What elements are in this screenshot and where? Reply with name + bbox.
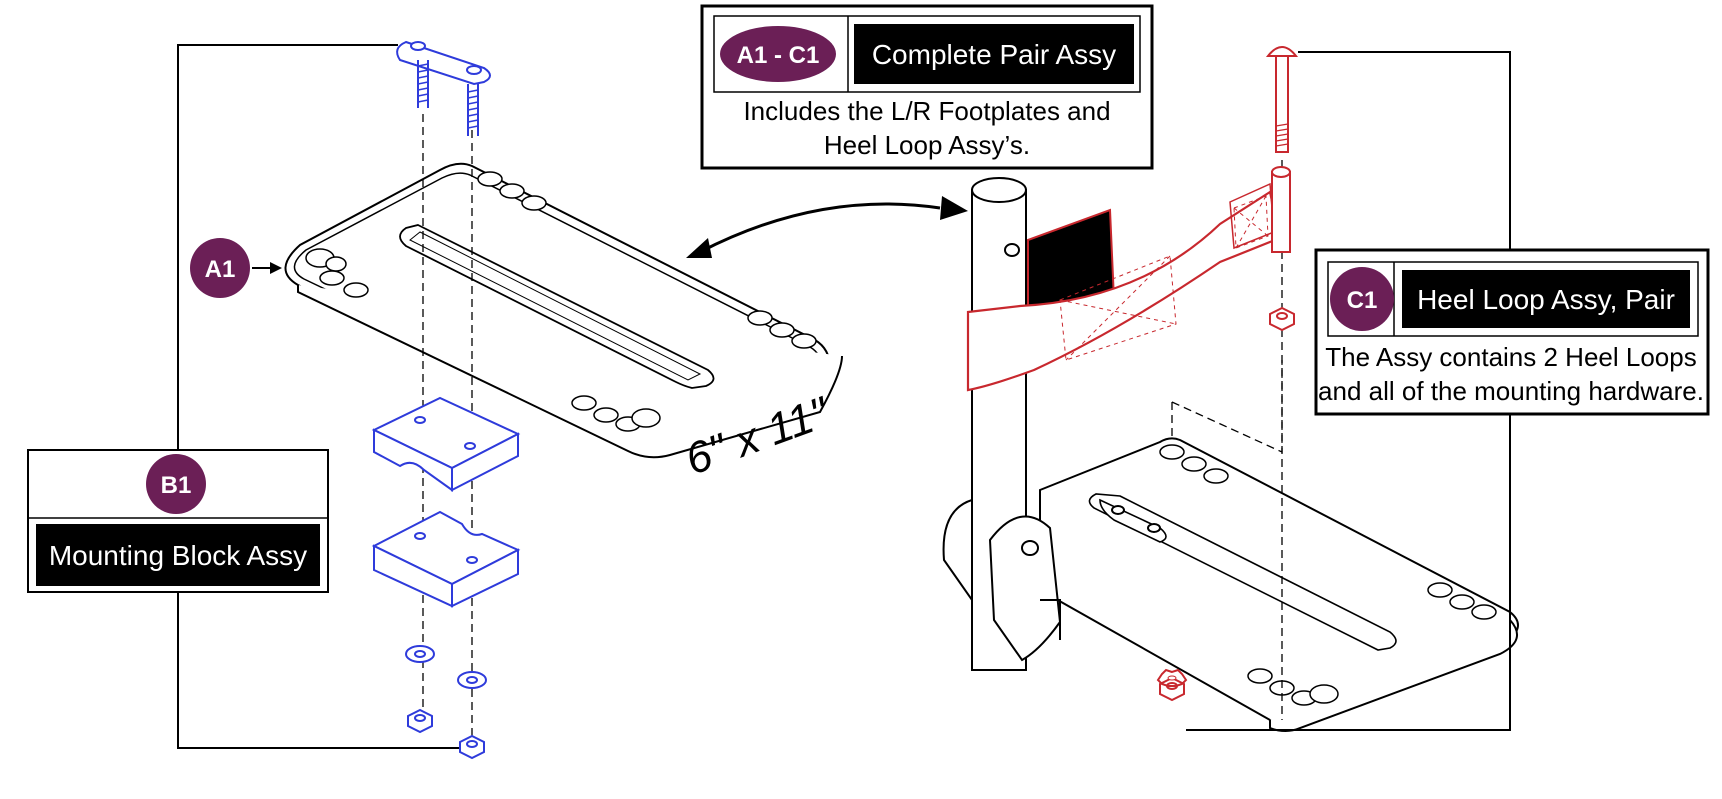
footplate-left xyxy=(284,162,843,459)
callout-heel-loop: C1 Heel Loop Assy, Pair The Assy contain… xyxy=(1314,248,1710,416)
heel-loop xyxy=(966,166,1291,392)
badge-a1-c1-text: A1 - C1 xyxy=(737,42,820,69)
c1-leader-lines xyxy=(1186,51,1511,731)
mounting-block-title: Mounting Block Assy xyxy=(49,540,307,571)
footplate-right-holes xyxy=(1159,444,1497,706)
heel-loop-bolt-threads xyxy=(1275,123,1289,147)
badge-c1 xyxy=(1330,267,1394,331)
mounting-block-lower xyxy=(371,510,521,608)
badge-a1-text: A1 xyxy=(205,256,236,283)
footplate-hinge-bracket xyxy=(942,498,1062,662)
heel-loop-desc-1: The Assy contains 2 Heel Loops xyxy=(1325,342,1696,372)
heel-loop-stitching xyxy=(1059,195,1269,361)
badge-b1-text: B1 xyxy=(161,472,192,499)
heel-loop-title: Heel Loop Assy, Pair xyxy=(1417,284,1675,315)
heel-loop-desc-2: and all of the mounting hardware. xyxy=(1318,376,1704,406)
right-hardware-centerlines xyxy=(1171,160,1283,720)
badge-a1-c1 xyxy=(720,26,836,82)
callout-footplate: A1 xyxy=(190,238,282,298)
callout-complete-pair: A1 - C1 Complete Pair Assy Includes the … xyxy=(700,4,1154,170)
complete-pair-desc-1: Includes the L/R Footplates and xyxy=(743,96,1110,126)
heel-loop-bolt xyxy=(1265,46,1299,153)
swap-arrow-head-left xyxy=(686,238,712,258)
footplate-right xyxy=(1039,437,1519,732)
bolt-threads xyxy=(417,63,479,129)
badge-a1 xyxy=(190,238,250,298)
clamp-plate-with-bolts xyxy=(396,40,491,136)
badge-b1 xyxy=(146,454,206,514)
mounting-block-upper xyxy=(371,396,521,492)
footplate-left-holes xyxy=(305,171,817,432)
callout-mounting-block: B1 Mounting Block Assy xyxy=(27,449,329,593)
heel-loop-star-washer xyxy=(1156,668,1188,687)
left-washers-nuts xyxy=(405,645,487,760)
complete-pair-desc-2: Heel Loop Assy’s. xyxy=(824,130,1030,160)
swap-arrow-head-right xyxy=(940,196,968,220)
b1-leader-lines xyxy=(177,44,462,749)
badge-c1-text: C1 xyxy=(1347,287,1378,314)
swap-arrow xyxy=(699,202,941,254)
complete-pair-title: Complete Pair Assy xyxy=(872,39,1116,70)
